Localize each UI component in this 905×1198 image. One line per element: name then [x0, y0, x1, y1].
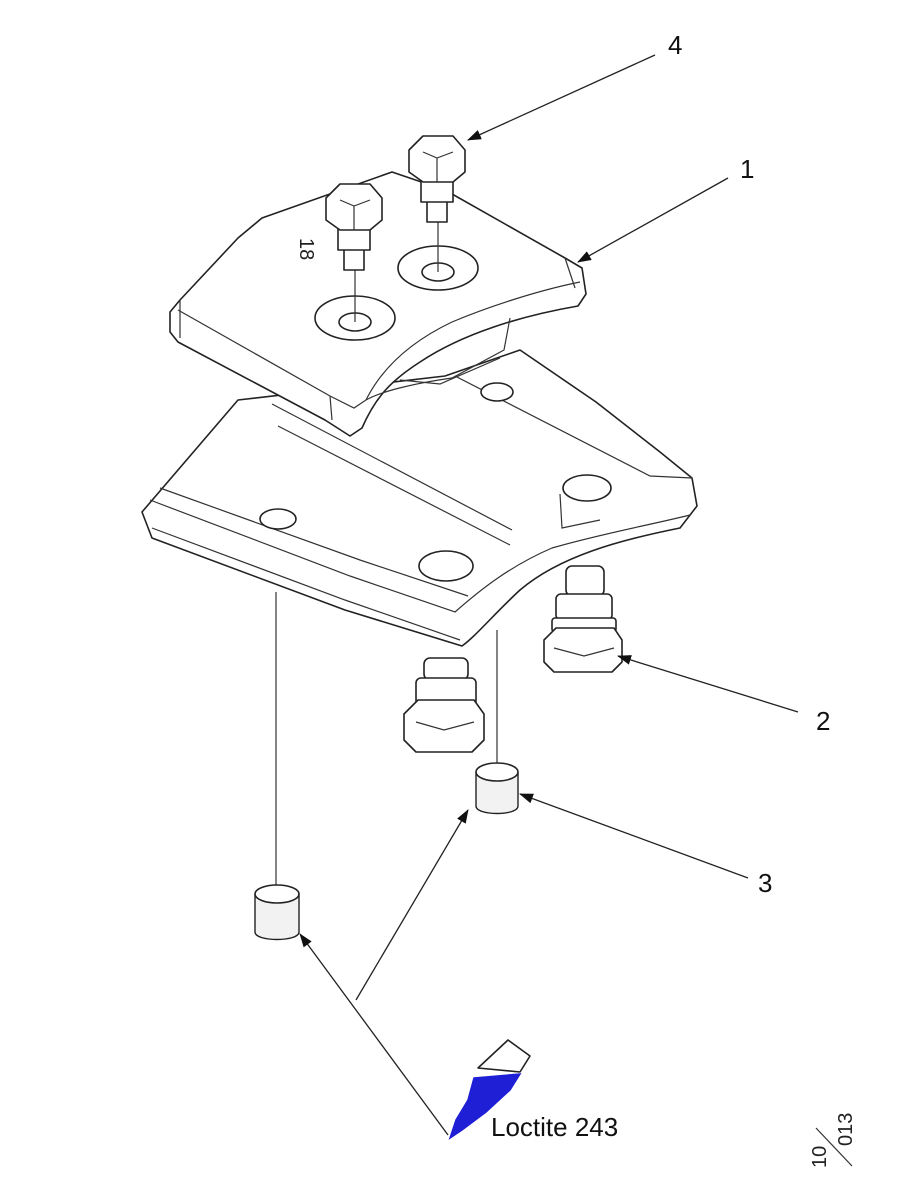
dowel-pin-lower — [254, 884, 300, 941]
base-plate — [141, 349, 698, 647]
leader-line-adhesive-upper — [355, 809, 469, 1001]
leader-line-4 — [467, 54, 656, 141]
bolt-left — [325, 183, 383, 322]
bolt-right — [408, 135, 466, 272]
leader-line-3 — [519, 793, 749, 879]
leader-line-1 — [577, 177, 729, 263]
callout-1: 1 — [740, 154, 754, 184]
callout-4: 4 — [668, 30, 682, 60]
callout-3: 3 — [758, 868, 772, 898]
part-marking-text: 18 — [295, 238, 317, 260]
leader-line-adhesive-lower — [299, 933, 449, 1136]
dowel-pin-upper — [475, 762, 519, 815]
adhesive-label: Loctite 243 — [491, 1112, 618, 1142]
leader-line-2 — [617, 655, 799, 713]
sheet-ref-divider — [815, 1127, 853, 1167]
sheet-ref-bottom: 013 — [835, 1113, 857, 1146]
stud-left — [403, 657, 485, 753]
stud-right — [543, 565, 623, 673]
adhesive-bottle-icon — [448, 1039, 531, 1140]
callout-2: 2 — [816, 706, 830, 736]
sheet-reference: 10 013 — [809, 1113, 857, 1168]
adhesive-fill — [448, 1073, 522, 1140]
sheet-ref-top: 10 — [809, 1146, 831, 1168]
